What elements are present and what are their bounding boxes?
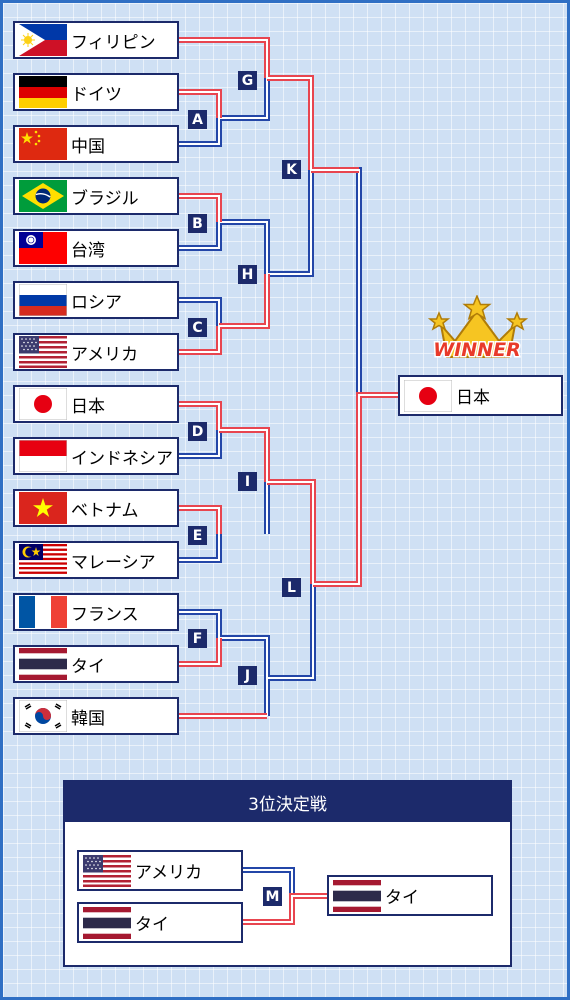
team-name: タイ — [385, 888, 419, 908]
vietnam-flag-icon — [19, 492, 67, 524]
china-flag-icon — [19, 128, 67, 160]
malaysia-flag-icon — [19, 544, 67, 576]
team-vietnam: ベトナム — [13, 489, 179, 527]
match-label-a: A — [188, 110, 207, 129]
match-label-h: H — [238, 265, 257, 284]
team-name: タイ — [135, 915, 169, 935]
match-label-f: F — [188, 629, 207, 648]
champion-box: 日本 — [398, 375, 563, 416]
team-name: 台湾 — [71, 240, 105, 261]
winning-paths — [178, 37, 399, 925]
usa-flag-icon — [19, 336, 67, 368]
team-name: アメリカ — [135, 863, 203, 883]
team-indonesia: インドネシア — [13, 437, 179, 475]
team-name: 中国 — [71, 136, 105, 157]
team-name: フィリピン — [71, 32, 156, 53]
team-name: タイ — [71, 656, 105, 677]
team-malaysia: マレーシア — [13, 541, 179, 579]
team-korea: 韓国 — [13, 697, 179, 735]
team-name: ブラジル — [71, 188, 139, 209]
team-france: フランス — [13, 593, 179, 631]
team-name: フランス — [71, 604, 139, 625]
team-germany: ドイツ — [13, 73, 179, 111]
thailand-flag-icon — [19, 648, 67, 680]
russia-flag-icon — [19, 284, 67, 316]
team-brazil: ブラジル — [13, 177, 179, 215]
germany-flag-icon — [19, 76, 67, 108]
team-name: マレーシア — [71, 552, 156, 573]
match-label-d: D — [188, 422, 207, 441]
team-usa: アメリカ — [13, 333, 179, 371]
japan-flag-icon — [19, 388, 67, 420]
match-label-c: C — [188, 318, 207, 337]
match-label-k: K — [282, 160, 301, 179]
team-name: ドイツ — [71, 84, 122, 105]
team-taiwan: 台湾 — [13, 229, 179, 267]
match-label-i: I — [238, 472, 257, 491]
team-name: ベトナム — [71, 500, 139, 521]
team-russia: ロシア — [13, 281, 179, 319]
team-name: ロシア — [71, 292, 122, 313]
match-label-m: M — [263, 887, 282, 906]
philippines-flag-icon — [19, 24, 67, 56]
team-thailand: タイ — [13, 645, 179, 683]
match-label-j: J — [238, 666, 257, 685]
korea-flag-icon — [19, 700, 67, 732]
indonesia-flag-icon — [19, 440, 67, 472]
thailand-flag-icon — [333, 880, 381, 912]
brazil-flag-icon — [19, 180, 67, 212]
match-label-l: L — [282, 578, 301, 597]
third-place-title: 3位決定戦 — [65, 782, 510, 822]
team-japan: 日本 — [13, 385, 179, 423]
match-label-g: G — [238, 71, 257, 90]
crown-icon: WINNER — [427, 295, 529, 363]
team-philippines: フィリピン — [13, 21, 179, 59]
third-place-team-thailand: タイ — [77, 902, 243, 943]
winner-badge-text: WINNER — [433, 339, 520, 361]
taiwan-flag-icon — [19, 232, 67, 264]
team-name: 韓国 — [71, 708, 105, 729]
france-flag-icon — [19, 596, 67, 628]
third-place-winner: タイ — [327, 875, 493, 916]
thailand-flag-icon — [83, 907, 131, 939]
champion-name: 日本 — [456, 388, 490, 408]
usa-flag-icon — [83, 855, 131, 887]
team-name: 日本 — [71, 396, 105, 417]
match-label-b: B — [188, 214, 207, 233]
third-place-team-usa: アメリカ — [77, 850, 243, 891]
team-name: アメリカ — [71, 344, 139, 365]
team-name: インドネシア — [71, 448, 173, 469]
japan-flag-icon — [404, 380, 452, 412]
team-china: 中国 — [13, 125, 179, 163]
match-label-e: E — [188, 526, 207, 545]
